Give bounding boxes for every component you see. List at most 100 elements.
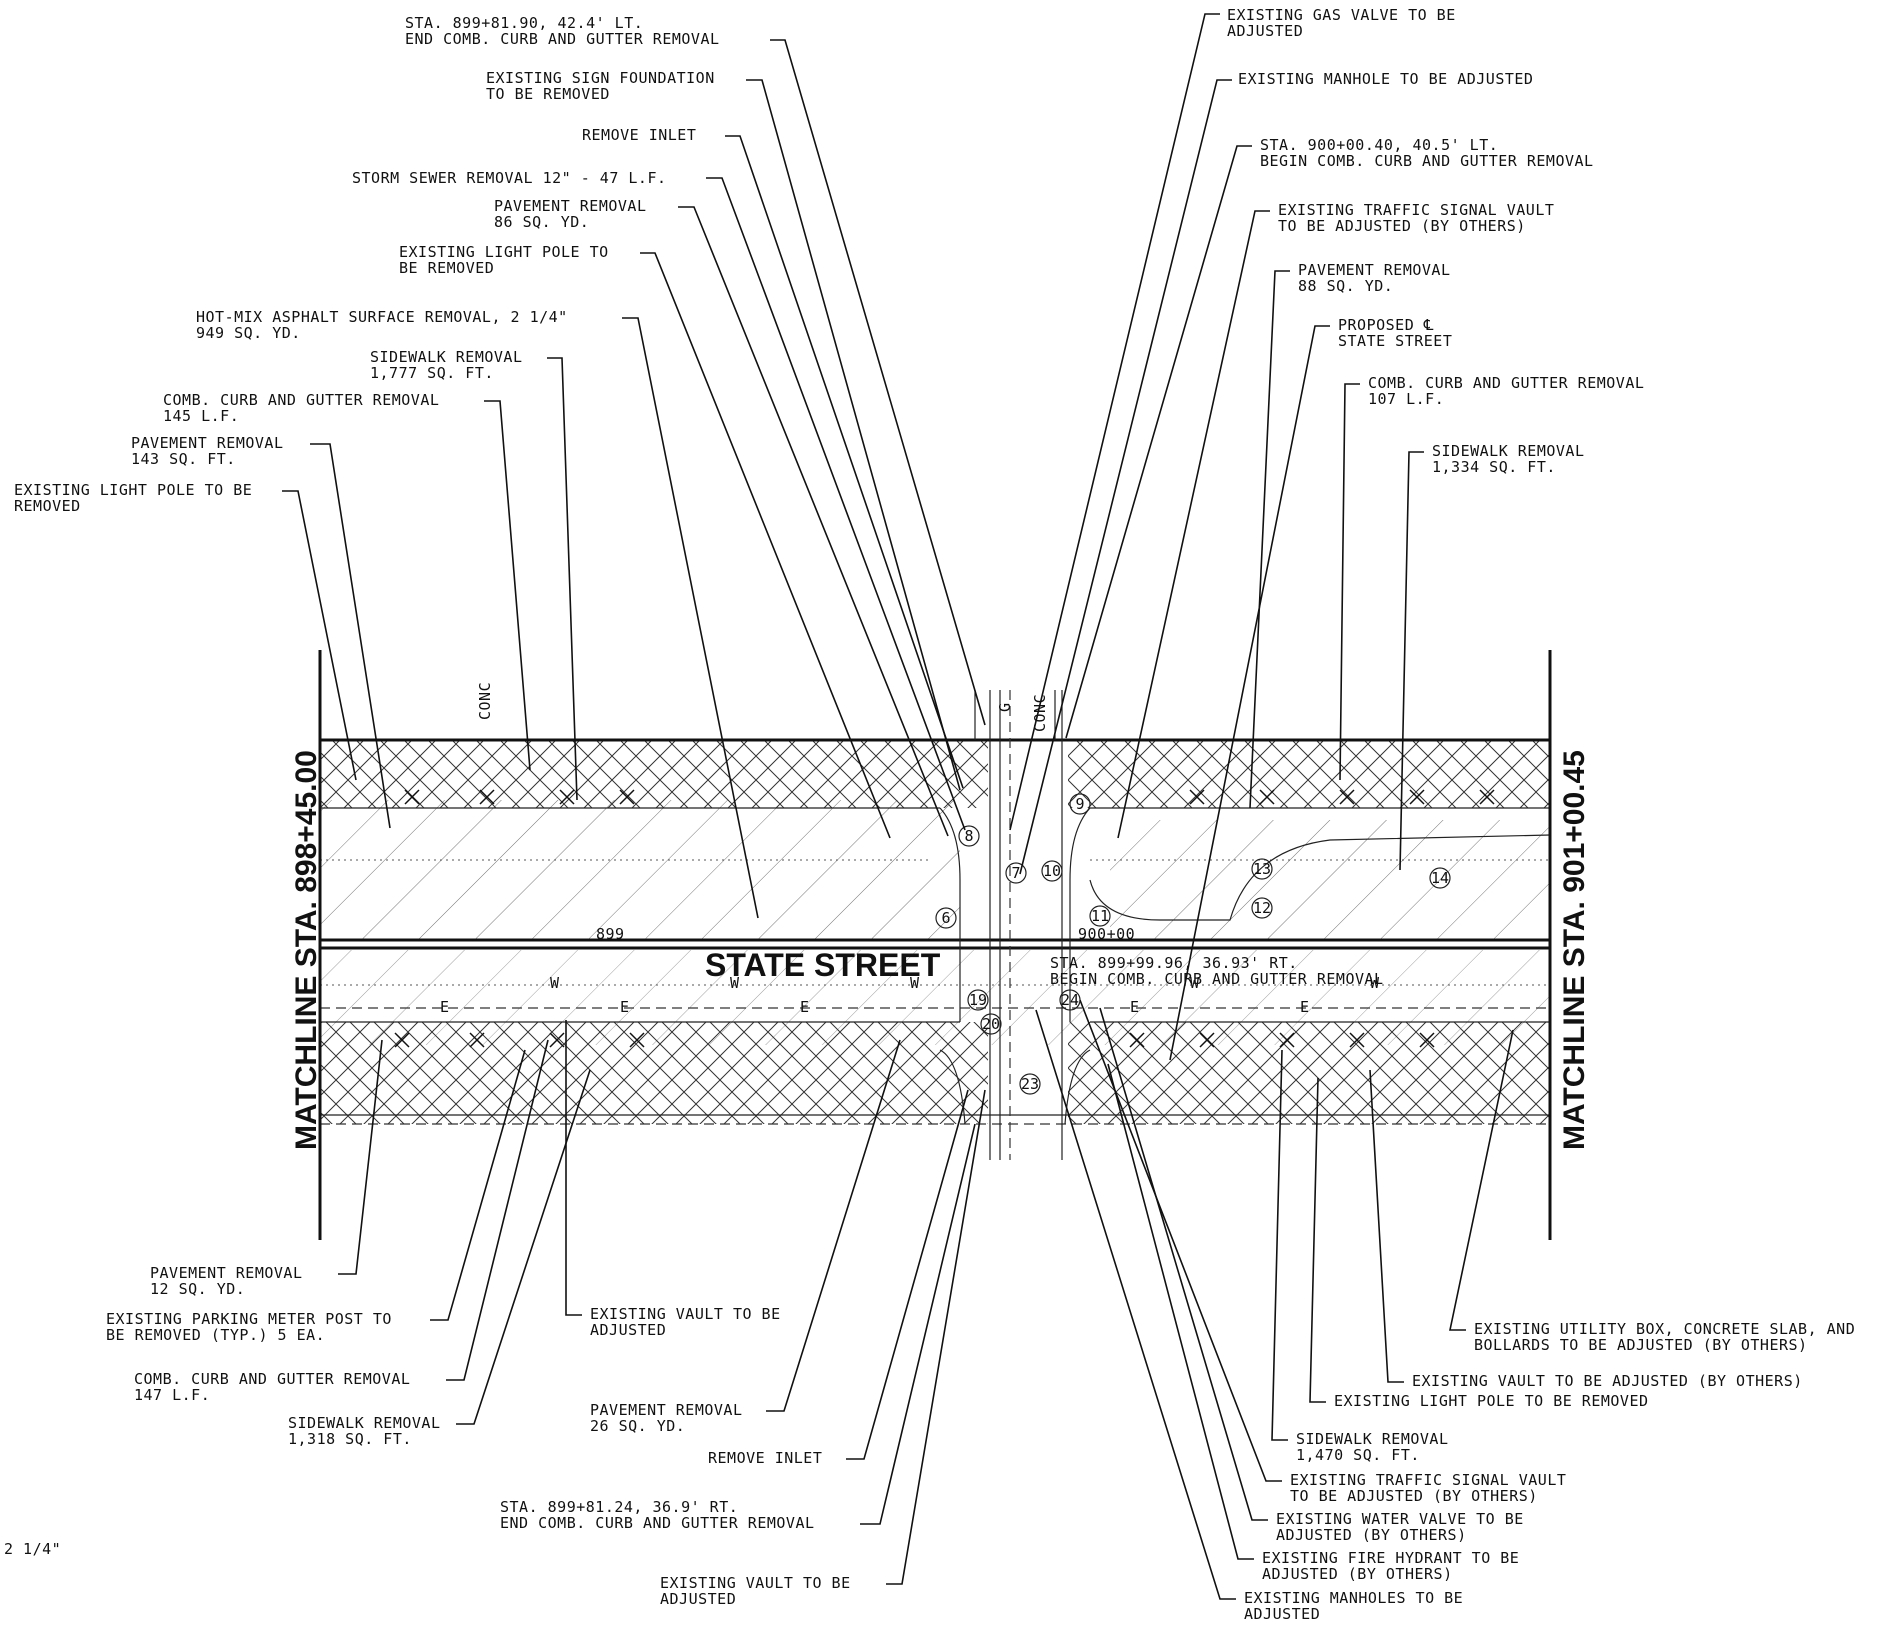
callout-line: END COMB. CURB AND GUTTER REMOVAL	[405, 30, 720, 48]
sidewalk-removal-area	[1068, 1022, 1550, 1124]
callout-line: STA. 900+00.40, 40.5' LT.	[1260, 136, 1498, 154]
callout-line: 145 L.F.	[163, 407, 239, 425]
point-number: 7	[1011, 864, 1020, 882]
station-label: 900+00	[1078, 925, 1135, 943]
callout-line: EXISTING LIGHT POLE TO	[399, 243, 609, 261]
sidewalk-removal-area	[320, 1022, 988, 1124]
callout-line: REMOVE INLET	[582, 126, 696, 144]
point-number: 6	[941, 909, 950, 927]
callout-line: EXISTING SIGN FOUNDATION	[486, 69, 715, 87]
callouts-bottom-left: PAVEMENT REMOVAL 12 SQ. YD. EXISTING PAR…	[106, 1039, 591, 1448]
callout-line: EXISTING MANHOLES TO BE	[1244, 1589, 1463, 1607]
electric-line-marker: E	[1300, 998, 1310, 1016]
point-number: 24	[1061, 991, 1079, 1009]
water-line-marker: W	[550, 974, 560, 992]
callout-line: COMB. CURB AND GUTTER REMOVAL	[163, 391, 439, 409]
callout-line: 12 SQ. YD.	[150, 1280, 245, 1298]
callout-line: EXISTING LIGHT POLE TO BE	[14, 481, 252, 499]
callout-line: EXISTING TRAFFIC SIGNAL VAULT	[1278, 201, 1554, 219]
point-number: 19	[969, 991, 987, 1009]
callout-line: 26 SQ. YD.	[590, 1417, 685, 1435]
callout-line: BEGIN COMB. CURB AND GUTTER REMOVAL	[1260, 152, 1594, 170]
point-number: 13	[1253, 860, 1271, 878]
callout-line: STA. 899+81.24, 36.9' RT.	[500, 1498, 738, 1516]
callout-line: SIDEWALK REMOVAL	[1432, 442, 1585, 460]
callout-line: 147 L.F.	[134, 1386, 210, 1404]
callout-line: 949 SQ. YD.	[196, 324, 301, 342]
point-number: 11	[1091, 907, 1109, 925]
callout-line: EXISTING TRAFFIC SIGNAL VAULT	[1290, 1471, 1566, 1489]
callout-line: COMB. CURB AND GUTTER REMOVAL	[134, 1370, 410, 1388]
pavement-removal-area	[320, 800, 960, 940]
callout-line: STA. 899+81.90, 42.4' LT.	[405, 14, 643, 32]
water-line-marker: W	[1370, 974, 1380, 992]
callouts-top-left: STA. 899+81.90, 42.4' LT. END COMB. CURB…	[14, 14, 986, 919]
conc-label: CONC	[476, 682, 494, 720]
callout-line: EXISTING LIGHT POLE TO BE REMOVED	[1334, 1392, 1649, 1410]
callout-line: 86 SQ. YD.	[494, 213, 589, 231]
callout-line: SIDEWALK REMOVAL	[1296, 1430, 1449, 1448]
callout-line: BEGIN COMB. CURB AND GUTTER REMOVAL	[1050, 970, 1384, 988]
electric-line-marker: E	[440, 998, 450, 1016]
street-name: STATE STREET	[705, 947, 941, 983]
callout-center: STA. 899+99.96, 36.93' RT. BEGIN COMB. C…	[1050, 954, 1384, 988]
callout-line: ADJUSTED	[590, 1321, 666, 1339]
callouts-bottom-right: EXISTING UTILITY BOX, CONCRETE SLAB, AND…	[1035, 999, 1855, 1623]
callout-line: BE REMOVED (TYP.) 5 EA.	[106, 1326, 325, 1344]
callout-line: ADJUSTED (BY OTHERS)	[1262, 1565, 1453, 1583]
callout-line: STORM SEWER REMOVAL 12" - 47 L.F.	[352, 169, 667, 187]
removal-x-marks	[394, 789, 1495, 1048]
callout-line: EXISTING VAULT TO BE	[660, 1574, 851, 1592]
electric-line-marker: E	[1130, 998, 1140, 1016]
point-number: 23	[1021, 1075, 1039, 1093]
callout-line: ADJUSTED	[1244, 1605, 1320, 1623]
callout-line: EXISTING VAULT TO BE	[590, 1305, 781, 1323]
callout-line: 1,777 SQ. FT.	[370, 364, 494, 382]
callout-line: SIDEWALK REMOVAL	[288, 1414, 441, 1432]
callout-line: EXISTING VAULT TO BE ADJUSTED (BY OTHERS…	[1412, 1372, 1803, 1390]
callout-line: 1,334 SQ. FT.	[1432, 458, 1556, 476]
callout-line: STATE STREET	[1338, 332, 1452, 350]
callout-line: PROPOSED ℄	[1338, 316, 1434, 334]
callout-line: BOLLARDS TO BE ADJUSTED (BY OTHERS)	[1474, 1336, 1808, 1354]
callout-line: EXISTING UTILITY BOX, CONCRETE SLAB, AND	[1474, 1320, 1855, 1338]
callout-line: EXISTING FIRE HYDRANT TO BE	[1262, 1549, 1519, 1567]
sidewalk-removal-area	[1068, 740, 1550, 808]
callout-line: 107 L.F.	[1368, 390, 1444, 408]
callout-line: ADJUSTED	[1227, 22, 1303, 40]
callout-line: END COMB. CURB AND GUTTER REMOVAL	[500, 1514, 815, 1532]
point-number: 12	[1253, 899, 1271, 917]
callout-line: PAVEMENT REMOVAL	[150, 1264, 303, 1282]
roadway-linework	[318, 650, 1552, 1240]
point-number: 10	[1043, 862, 1061, 880]
callout-line: ADJUSTED	[660, 1590, 736, 1608]
callout-line: EXISTING PARKING METER POST TO	[106, 1310, 392, 1328]
sidewalk-removal-area	[320, 740, 988, 808]
callout-line: TO BE ADJUSTED (BY OTHERS)	[1278, 217, 1526, 235]
matchline-right: MATCHLINE STA. 901+00.45	[1558, 750, 1591, 1150]
callout-line: 88 SQ. YD.	[1298, 277, 1393, 295]
callout-line: TO BE ADJUSTED (BY OTHERS)	[1290, 1487, 1538, 1505]
utility-line-markers: W W W W W E E E E E G CONC CONC	[440, 682, 1380, 1016]
callout-line: COMB. CURB AND GUTTER REMOVAL	[1368, 374, 1644, 392]
callout-line: 1,470 SQ. FT.	[1296, 1446, 1420, 1464]
callout-line: PAVEMENT REMOVAL	[590, 1401, 743, 1419]
callouts-bottom-center: EXISTING VAULT TO BE ADJUSTED PAVEMENT R…	[500, 1020, 986, 1608]
edge-note: 2 1/4"	[4, 1540, 61, 1558]
water-line-marker: W	[1190, 974, 1200, 992]
station-label: 899	[596, 925, 625, 943]
callout-line: SIDEWALK REMOVAL	[370, 348, 523, 366]
callout-line: 1,318 SQ. FT.	[288, 1430, 412, 1448]
callout-line: EXISTING WATER VALVE TO BE	[1276, 1510, 1524, 1528]
callout-line: PAVEMENT REMOVAL	[1298, 261, 1451, 279]
electric-line-marker: E	[800, 998, 810, 1016]
callout-line: 143 SQ. FT.	[131, 450, 236, 468]
point-number-markers: 6 7 8 9 10 11 12 13 14 19 20 23 24	[935, 793, 1451, 1095]
callout-line: BE REMOVED	[399, 259, 494, 277]
callout-line: EXISTING GAS VALVE TO BE	[1227, 6, 1456, 24]
callout-line: REMOVE INLET	[708, 1449, 822, 1467]
callouts-top-right: EXISTING GAS VALVE TO BE ADJUSTED EXISTI…	[1009, 6, 1644, 1061]
callout-line: PAVEMENT REMOVAL	[494, 197, 647, 215]
point-number: 8	[964, 827, 973, 845]
